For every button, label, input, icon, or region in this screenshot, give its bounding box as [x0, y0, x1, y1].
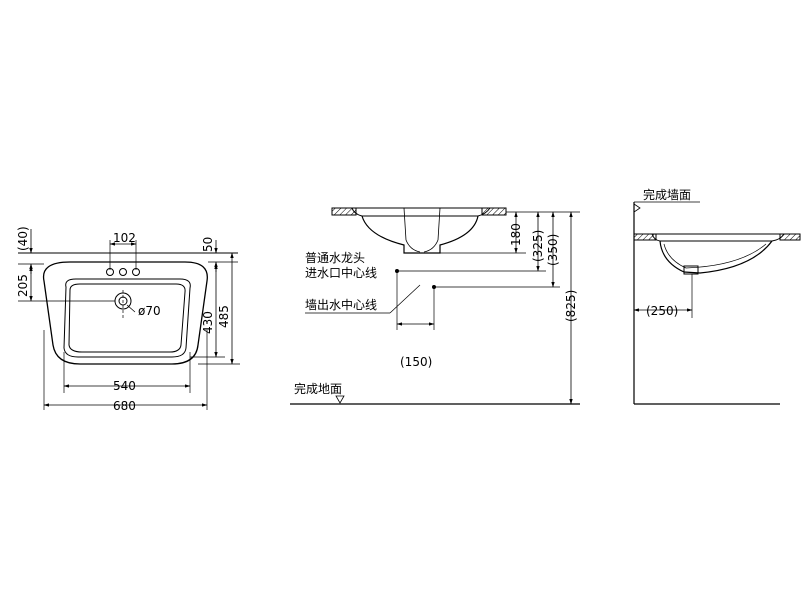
side-labels: 完成墙面 (250) — [643, 187, 691, 318]
dim-485-label: 485 — [217, 305, 231, 328]
basin-inner-rim — [68, 283, 186, 353]
dim-40-label: (40) — [16, 226, 30, 251]
wall-label: 完成墙面 — [643, 187, 691, 202]
side-counter-slab-right — [779, 233, 801, 241]
dim-430-label: 430 — [201, 311, 215, 334]
floor-marker-icon — [335, 395, 345, 404]
side-counter-slab-left — [633, 233, 657, 241]
section-basin-rim — [351, 207, 491, 217]
section-labels: 普通水龙头 进水口中心线 墙出水中心线 180 (325) (350) (825… — [294, 223, 578, 396]
side-basin-bowl — [659, 240, 773, 274]
dim-205-label: 205 — [16, 274, 30, 297]
dim-325-label: (325) — [531, 230, 545, 262]
drain-diameter-label: ø70 — [138, 304, 161, 318]
plan-labels: (40) 102 50 205 ø70 430 485 540 680 — [16, 226, 231, 413]
faucet-inlet-label-2: 进水口中心线 — [305, 265, 377, 280]
dim-250-label: (250) — [646, 304, 678, 318]
counter-slab-right — [481, 207, 507, 216]
dim-350-label: (350) — [546, 234, 560, 266]
dim-180-label: 180 — [509, 223, 523, 246]
counter-slab-left — [331, 207, 357, 216]
dim-680-label: 680 — [113, 399, 136, 413]
dim-50-label: 50 — [201, 237, 215, 252]
wall-marker-icon — [633, 203, 641, 213]
side-drain — [683, 265, 699, 275]
faucet-inlet-label-1: 普通水龙头 — [305, 251, 365, 265]
section-view — [290, 207, 580, 405]
floor-label: 完成地面 — [294, 381, 342, 396]
basin-inner-outline — [63, 278, 191, 358]
plan-view — [18, 229, 240, 410]
dim-150-label: (150) — [400, 355, 432, 369]
side-basin-rim — [651, 233, 785, 242]
section-basin-bowl — [361, 215, 479, 254]
side-view — [633, 201, 801, 405]
wall-outlet-label: 墙出水中心线 — [305, 297, 377, 312]
basin-outer-outline — [42, 261, 208, 365]
faucet-hole-center — [119, 268, 127, 276]
dim-540-label: 540 — [113, 379, 136, 393]
dim-825-label: (825) — [564, 290, 578, 322]
dim-102-label: 102 — [113, 231, 136, 245]
